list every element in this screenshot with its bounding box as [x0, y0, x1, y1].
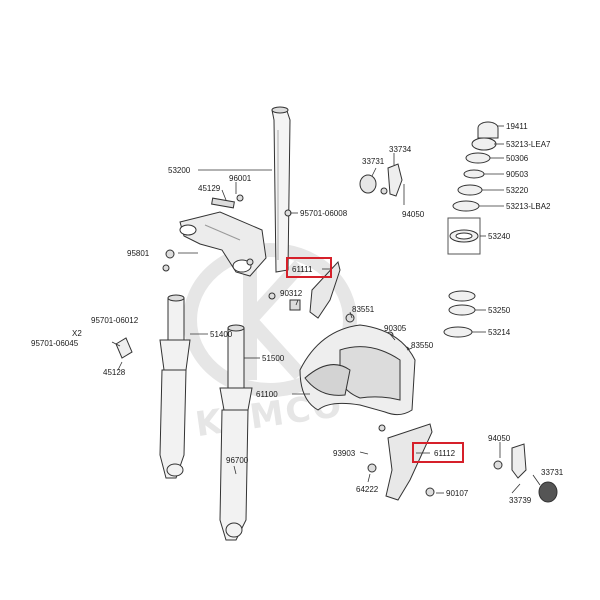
- label-53214: 53214: [488, 328, 511, 337]
- label-53240: 53240: [488, 232, 511, 241]
- label-51400: 51400: [210, 330, 233, 339]
- fork-leg-left-51400: [159, 294, 191, 479]
- label-96001: 96001: [229, 174, 252, 183]
- reflector-33731-bot: [538, 481, 558, 503]
- label-33734: 33734: [389, 145, 412, 154]
- label-90107: 90107: [446, 489, 469, 498]
- label-19411: 19411: [506, 122, 528, 131]
- label-50306: 50306: [506, 154, 529, 163]
- label-90312: 90312: [280, 289, 303, 298]
- leader-lines: [111, 125, 541, 494]
- steering-stem-53200: [271, 106, 291, 273]
- label-83551: 83551: [352, 305, 375, 314]
- label-33731-top: 33731: [362, 157, 385, 166]
- fork-leg-right-51500: [219, 324, 253, 541]
- label-53213-lba2: 53213-LBA2: [506, 202, 551, 211]
- label-45129: 45129: [198, 184, 221, 193]
- label-33739: 33739: [509, 496, 532, 505]
- label-61100: 61100: [256, 390, 278, 399]
- label-96700: 96700: [226, 456, 249, 465]
- label-64222: 64222: [356, 485, 379, 494]
- label-90503: 90503: [506, 170, 529, 179]
- label-61111: 61111: [292, 265, 313, 274]
- label-53213-lea7: 53213-LEA7: [506, 140, 551, 149]
- label-45128: 45128: [103, 368, 126, 377]
- label-53200: 53200: [168, 166, 191, 175]
- triple-clamp: [179, 211, 267, 277]
- reflector-33731-top: [359, 174, 377, 194]
- bracket-33739: [511, 443, 527, 479]
- label-95701-06012: 95701-06012: [91, 316, 139, 325]
- label-94050-bot: 94050: [488, 434, 511, 443]
- fender-insert-61111: [309, 260, 341, 319]
- highlight-61112: [412, 442, 464, 463]
- bracket-33734: [387, 163, 403, 197]
- bearing-stack-top: [443, 121, 499, 338]
- label-93903: 93903: [333, 449, 356, 458]
- label-94050-top: 94050: [402, 210, 425, 219]
- label-x2: X2: [72, 329, 82, 338]
- label-90305: 90305: [384, 324, 407, 333]
- label-95701-06008: 95701-06008: [300, 209, 348, 218]
- label-51500: 51500: [262, 354, 285, 363]
- label-95801: 95801: [127, 249, 150, 258]
- label-95701-06045: 95701-06045: [31, 339, 79, 348]
- highlight-61111: [286, 257, 332, 278]
- label-83550: 83550: [411, 341, 434, 350]
- hose-fitting-45128: [115, 337, 133, 359]
- label-53220: 53220: [506, 186, 529, 195]
- label-33731-bot: 33731: [541, 468, 564, 477]
- front-fender-61100: [299, 324, 416, 416]
- label-53250: 53250: [488, 306, 511, 315]
- label-61112: 61112: [434, 449, 456, 458]
